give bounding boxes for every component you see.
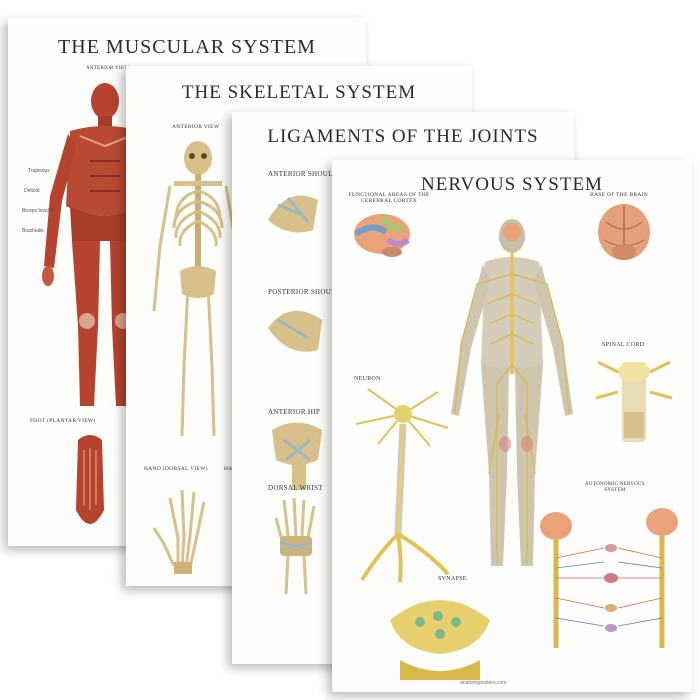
section-label-anterior-view: ANTERIOR VIEW [86,66,130,71]
section-label-hand-truncated: HA [224,466,233,472]
cerebral-cortex-illustration [354,214,410,257]
section-label-posterior-shoulder: POSTERIOR SHOULDER [268,288,351,296]
neuron-illustration [355,388,450,583]
foot-plantar-illustration [76,435,104,524]
synapse-illustration [390,600,490,680]
base-of-brain-illustration [598,204,650,260]
section-label-anterior-view: ANTERIOR VIEW [172,124,220,130]
label-placeholder: Biceps brachii [22,208,54,214]
dorsal-wrist-illustration [274,497,316,595]
label-placeholder: Brachialis [22,228,44,234]
nervous-body-figure-illustration [451,219,573,566]
label-placeholder: Deltoid [24,188,40,194]
poster-title-ligaments: LIGAMENTS OF THE JOINTS [267,126,539,147]
autonomic-nervous-system-illustration [540,508,678,648]
poster-nervous-system: NERVOUS SYSTEM FUNCTIONAL AREAS OF THE C… [332,160,692,692]
posterior-shoulder-illustration [268,310,322,352]
section-label-functional-areas: FUNCTIONAL AREAS OF THE CEREBRAL CORTEX [348,192,430,204]
label-placeholder: Trapezius [28,168,50,174]
anterior-shoulder-illustration [268,195,318,233]
section-label-anterior-hip: ANTERIOR HIP [268,408,321,416]
spinal-cord-illustration [595,360,673,442]
poster-title-nervous: NERVOUS SYSTEM [421,174,603,195]
section-label-foot: FOOT (PLANTAR VIEW) [30,418,96,424]
section-label-dorsal-wrist: DORSAL WRIST [268,484,323,492]
section-label-autonomic: AUTONOMIC NERVOUS SYSTEM [584,482,646,493]
section-label-anterior-shoulder: ANTERIOR SHOULDER [268,170,348,178]
anterior-hip-illustration [272,422,322,490]
section-label-base-of-brain: BASE OF THE BRAIN [590,192,649,198]
hand-bones-illustration [152,489,206,574]
poster-title-skeletal: THE SKELETAL SYSTEM [181,82,417,103]
section-label-neuron: NEURON [354,376,381,382]
footer-website: anatomyposters.com [460,680,507,686]
muscular-figure-illustration [42,83,168,406]
section-label-spinal-cord: SPINAL CORD [602,342,645,348]
section-label-hand-dorsal: HAND (DORSAL VIEW) [144,466,208,472]
poster-title-muscular: THE MUSCULAR SYSTEM [58,36,316,58]
skeleton-figure-illustration [152,141,244,437]
section-label-synapse: SYNAPSE [438,576,467,582]
